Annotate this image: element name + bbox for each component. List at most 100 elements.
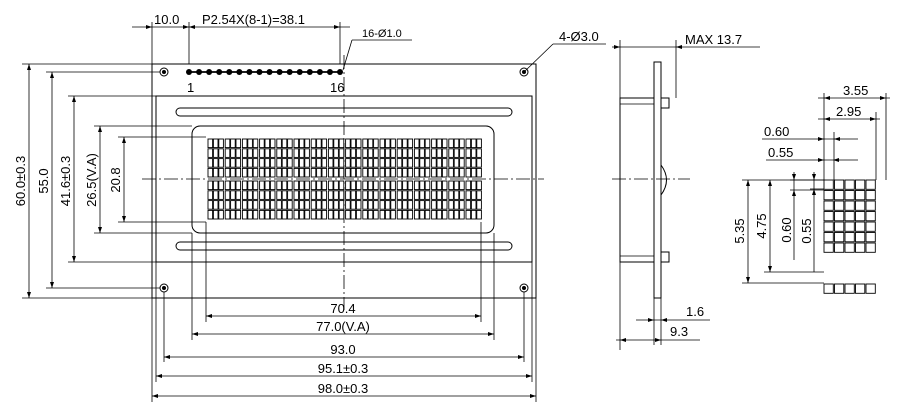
dot [865, 179, 876, 190]
character-cell [310, 180, 328, 220]
character-cell [207, 138, 224, 178]
dot [844, 242, 855, 253]
width-overall-dim: 98.0±0.3 [318, 381, 369, 396]
dot-pitch-h-dim: 0.60 [764, 124, 789, 139]
dot [834, 190, 845, 201]
dot [834, 200, 845, 211]
dot [844, 179, 855, 190]
character-grid [207, 138, 482, 220]
dot [823, 221, 834, 232]
character-cell [431, 138, 448, 178]
side-pin [660, 97, 670, 109]
dot [844, 221, 855, 232]
character-cell [345, 180, 362, 220]
side-pcb [653, 61, 662, 299]
cursor-dot [823, 283, 834, 294]
pin-first-label: 1 [187, 80, 194, 95]
character-cell [396, 138, 414, 178]
character-cell [448, 180, 465, 220]
character-cell [379, 138, 396, 178]
dot [855, 200, 866, 211]
dot [865, 221, 876, 232]
pin-last-label: 16 [330, 80, 344, 95]
dot [855, 179, 866, 190]
character-cell [259, 180, 276, 220]
dot [823, 242, 834, 253]
height-bezel-dim: 41.6±0.3 [58, 156, 73, 207]
dot [844, 211, 855, 222]
module-thickness-dim: 9.3 [670, 324, 688, 339]
dot [855, 211, 866, 222]
dot-area-height-dim: 4.75 [754, 213, 769, 238]
character-cell [293, 138, 310, 178]
height-hole-pitch-dim: 55.0 [36, 168, 51, 193]
character-cell [379, 180, 396, 220]
dot [865, 200, 876, 211]
character-cell [241, 180, 259, 220]
side-view: MAX 13.7 1.6 9.3 [612, 32, 760, 350]
height-active-area-dim: 20.8 [108, 167, 123, 192]
cursor-dot [855, 283, 866, 294]
dot [823, 200, 834, 211]
dot [844, 232, 855, 243]
mount-hole [159, 67, 169, 77]
mount-hole [159, 283, 169, 293]
dot [844, 190, 855, 201]
dot-matrix-detail [823, 179, 876, 294]
cursor-dot [865, 283, 876, 294]
cursor-dot [834, 283, 845, 294]
pcb-thickness-dim: 1.6 [686, 304, 704, 319]
character-cell [396, 180, 414, 220]
dot [865, 190, 876, 201]
character-cell [465, 138, 482, 178]
pin-offset-dim: 10.0 [154, 12, 179, 27]
height-view-area-dim: 26.5(V.A) [84, 153, 99, 207]
dot-pitch-v-dim: 0.60 [779, 217, 794, 242]
dot [855, 221, 866, 232]
pin-header [186, 69, 343, 75]
dot [865, 232, 876, 243]
character-cell [448, 138, 465, 178]
side-body [619, 97, 655, 263]
character-cell [224, 138, 242, 178]
mount-holes-dim: 4-Ø3.0 [559, 29, 599, 44]
character-cell [327, 180, 345, 220]
char-width-dim: 3.55 [843, 83, 868, 98]
dot-size-h-dim: 0.55 [768, 145, 793, 160]
character-cell [413, 138, 431, 178]
dot [834, 221, 845, 232]
character-cell [465, 180, 482, 220]
dot [823, 211, 834, 222]
character-cell [310, 138, 328, 178]
character-cell [327, 138, 345, 178]
dot [855, 190, 866, 201]
dot [855, 232, 866, 243]
dot [834, 179, 845, 190]
char-height-dim: 5.35 [732, 218, 747, 243]
dot [865, 242, 876, 253]
width-bezel-dim: 95.1±0.3 [318, 361, 369, 376]
dot [823, 179, 834, 190]
character-cell [362, 138, 379, 178]
dot [834, 211, 845, 222]
character-cell [345, 138, 362, 178]
view-area [191, 125, 495, 234]
width-view-area-dim: 77.0(V.A) [316, 319, 370, 334]
dot-size-v-dim: 0.55 [799, 218, 814, 243]
width-active-area-dim: 70.4 [330, 301, 355, 316]
character-detail: 3.55 2.95 0.60 0.55 5.35 4.75 [732, 83, 890, 294]
side-pin [660, 251, 670, 263]
character-cell [413, 180, 431, 220]
character-cell [259, 138, 276, 178]
mount-hole [519, 283, 529, 293]
dot [855, 242, 866, 253]
character-cell [293, 180, 310, 220]
dot [823, 232, 834, 243]
front-view: 1 16 10.0 P2.54X(8-1)=38.1 16-Ø1.0 4-Ø3.… [13, 12, 606, 402]
character-cell [207, 180, 224, 220]
dot [844, 200, 855, 211]
character-cell [431, 180, 448, 220]
dot-area-width-dim: 2.95 [836, 104, 861, 119]
pin-count-dim: 16-Ø1.0 [362, 28, 402, 40]
